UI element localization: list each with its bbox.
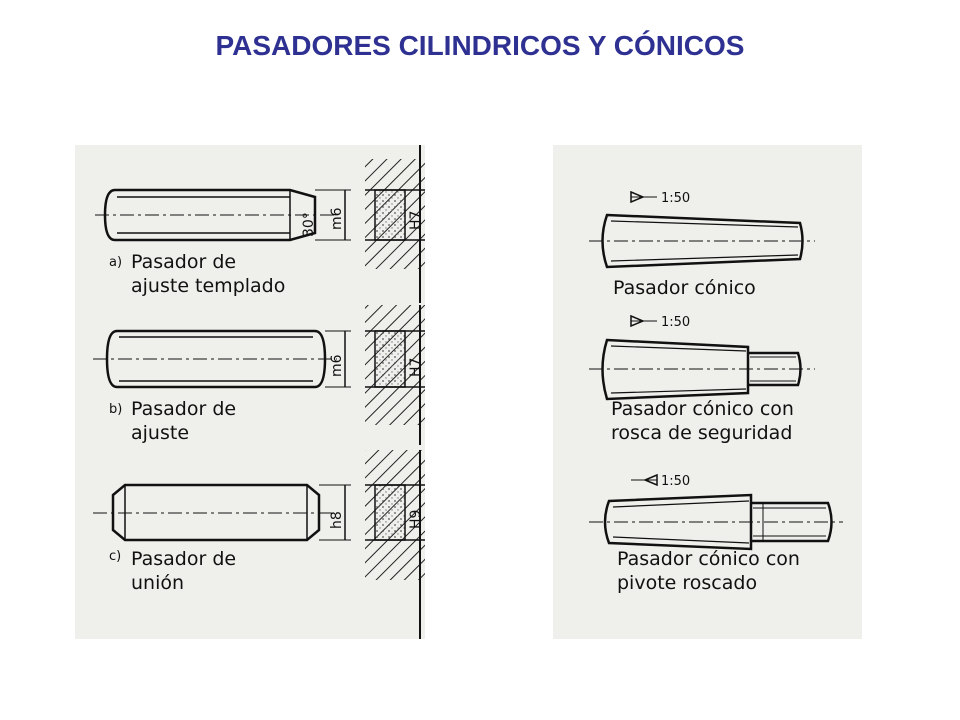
conical-pin-3-drawing — [589, 473, 843, 551]
pin-b-label-line1: Pasador de — [131, 398, 236, 420]
pin-c-label-line1: Pasador de — [131, 548, 236, 570]
pin-a-drawing — [95, 188, 351, 242]
conical-pin-1-drawing — [589, 190, 815, 269]
hole-b-drawing — [365, 305, 425, 445]
conical-pins-drawing: 1:50 Pasador cónico 1:50 Pasador cónico … — [589, 190, 843, 594]
conical-pin-2-label-line2: rosca de seguridad — [611, 422, 792, 444]
hole-c-tolerance: H9 — [408, 510, 424, 529]
cylindrical-pins-drawing: 30° m6 H7 a) Pasador de ajuste templado … — [93, 145, 425, 639]
conical-pin-2-label-line1: Pasador cónico con — [611, 398, 794, 420]
pin-b-letter: b) — [109, 402, 122, 417]
pin-c-label-line2: unión — [131, 572, 184, 594]
hole-b-tolerance: H7 — [408, 358, 424, 377]
cylindrical-pins-figure: 30° m6 H7 a) Pasador de ajuste templado … — [75, 145, 425, 639]
conical-pin-2-taper: 1:50 — [661, 315, 690, 330]
pin-a-label-line1: Pasador de — [131, 251, 236, 273]
pin-c-letter: c) — [109, 549, 121, 564]
pin-b-label-line2: ajuste — [131, 422, 189, 444]
pin-b-tolerance: m6 — [329, 354, 345, 377]
pin-a-tolerance: m6 — [329, 207, 345, 230]
pin-a-label-line2: ajuste templado — [131, 275, 285, 297]
pin-b-drawing — [93, 329, 351, 389]
hole-a-drawing — [365, 145, 425, 303]
page-title: PASADORES CILINDRICOS Y CÓNICOS — [215, 30, 745, 61]
pin-a-angle: 30° — [301, 212, 317, 237]
conical-pin-1-label-line1: Pasador cónico — [613, 277, 756, 299]
conical-pin-2-drawing — [589, 314, 815, 401]
conical-pin-3-taper: 1:50 — [661, 474, 690, 489]
pin-c-tolerance: h8 — [329, 511, 345, 529]
pin-a-letter: a) — [109, 255, 122, 270]
hole-c-drawing — [365, 450, 425, 639]
conical-pins-figure: 1:50 Pasador cónico 1:50 Pasador cónico … — [553, 145, 862, 639]
conical-pin-3-label-line1: Pasador cónico con — [617, 548, 800, 570]
conical-pin-1-taper: 1:50 — [661, 191, 690, 206]
conical-pin-3-label-line2: pivote roscado — [617, 572, 757, 594]
pin-c-drawing — [93, 483, 351, 542]
hole-a-tolerance: H7 — [408, 211, 424, 230]
